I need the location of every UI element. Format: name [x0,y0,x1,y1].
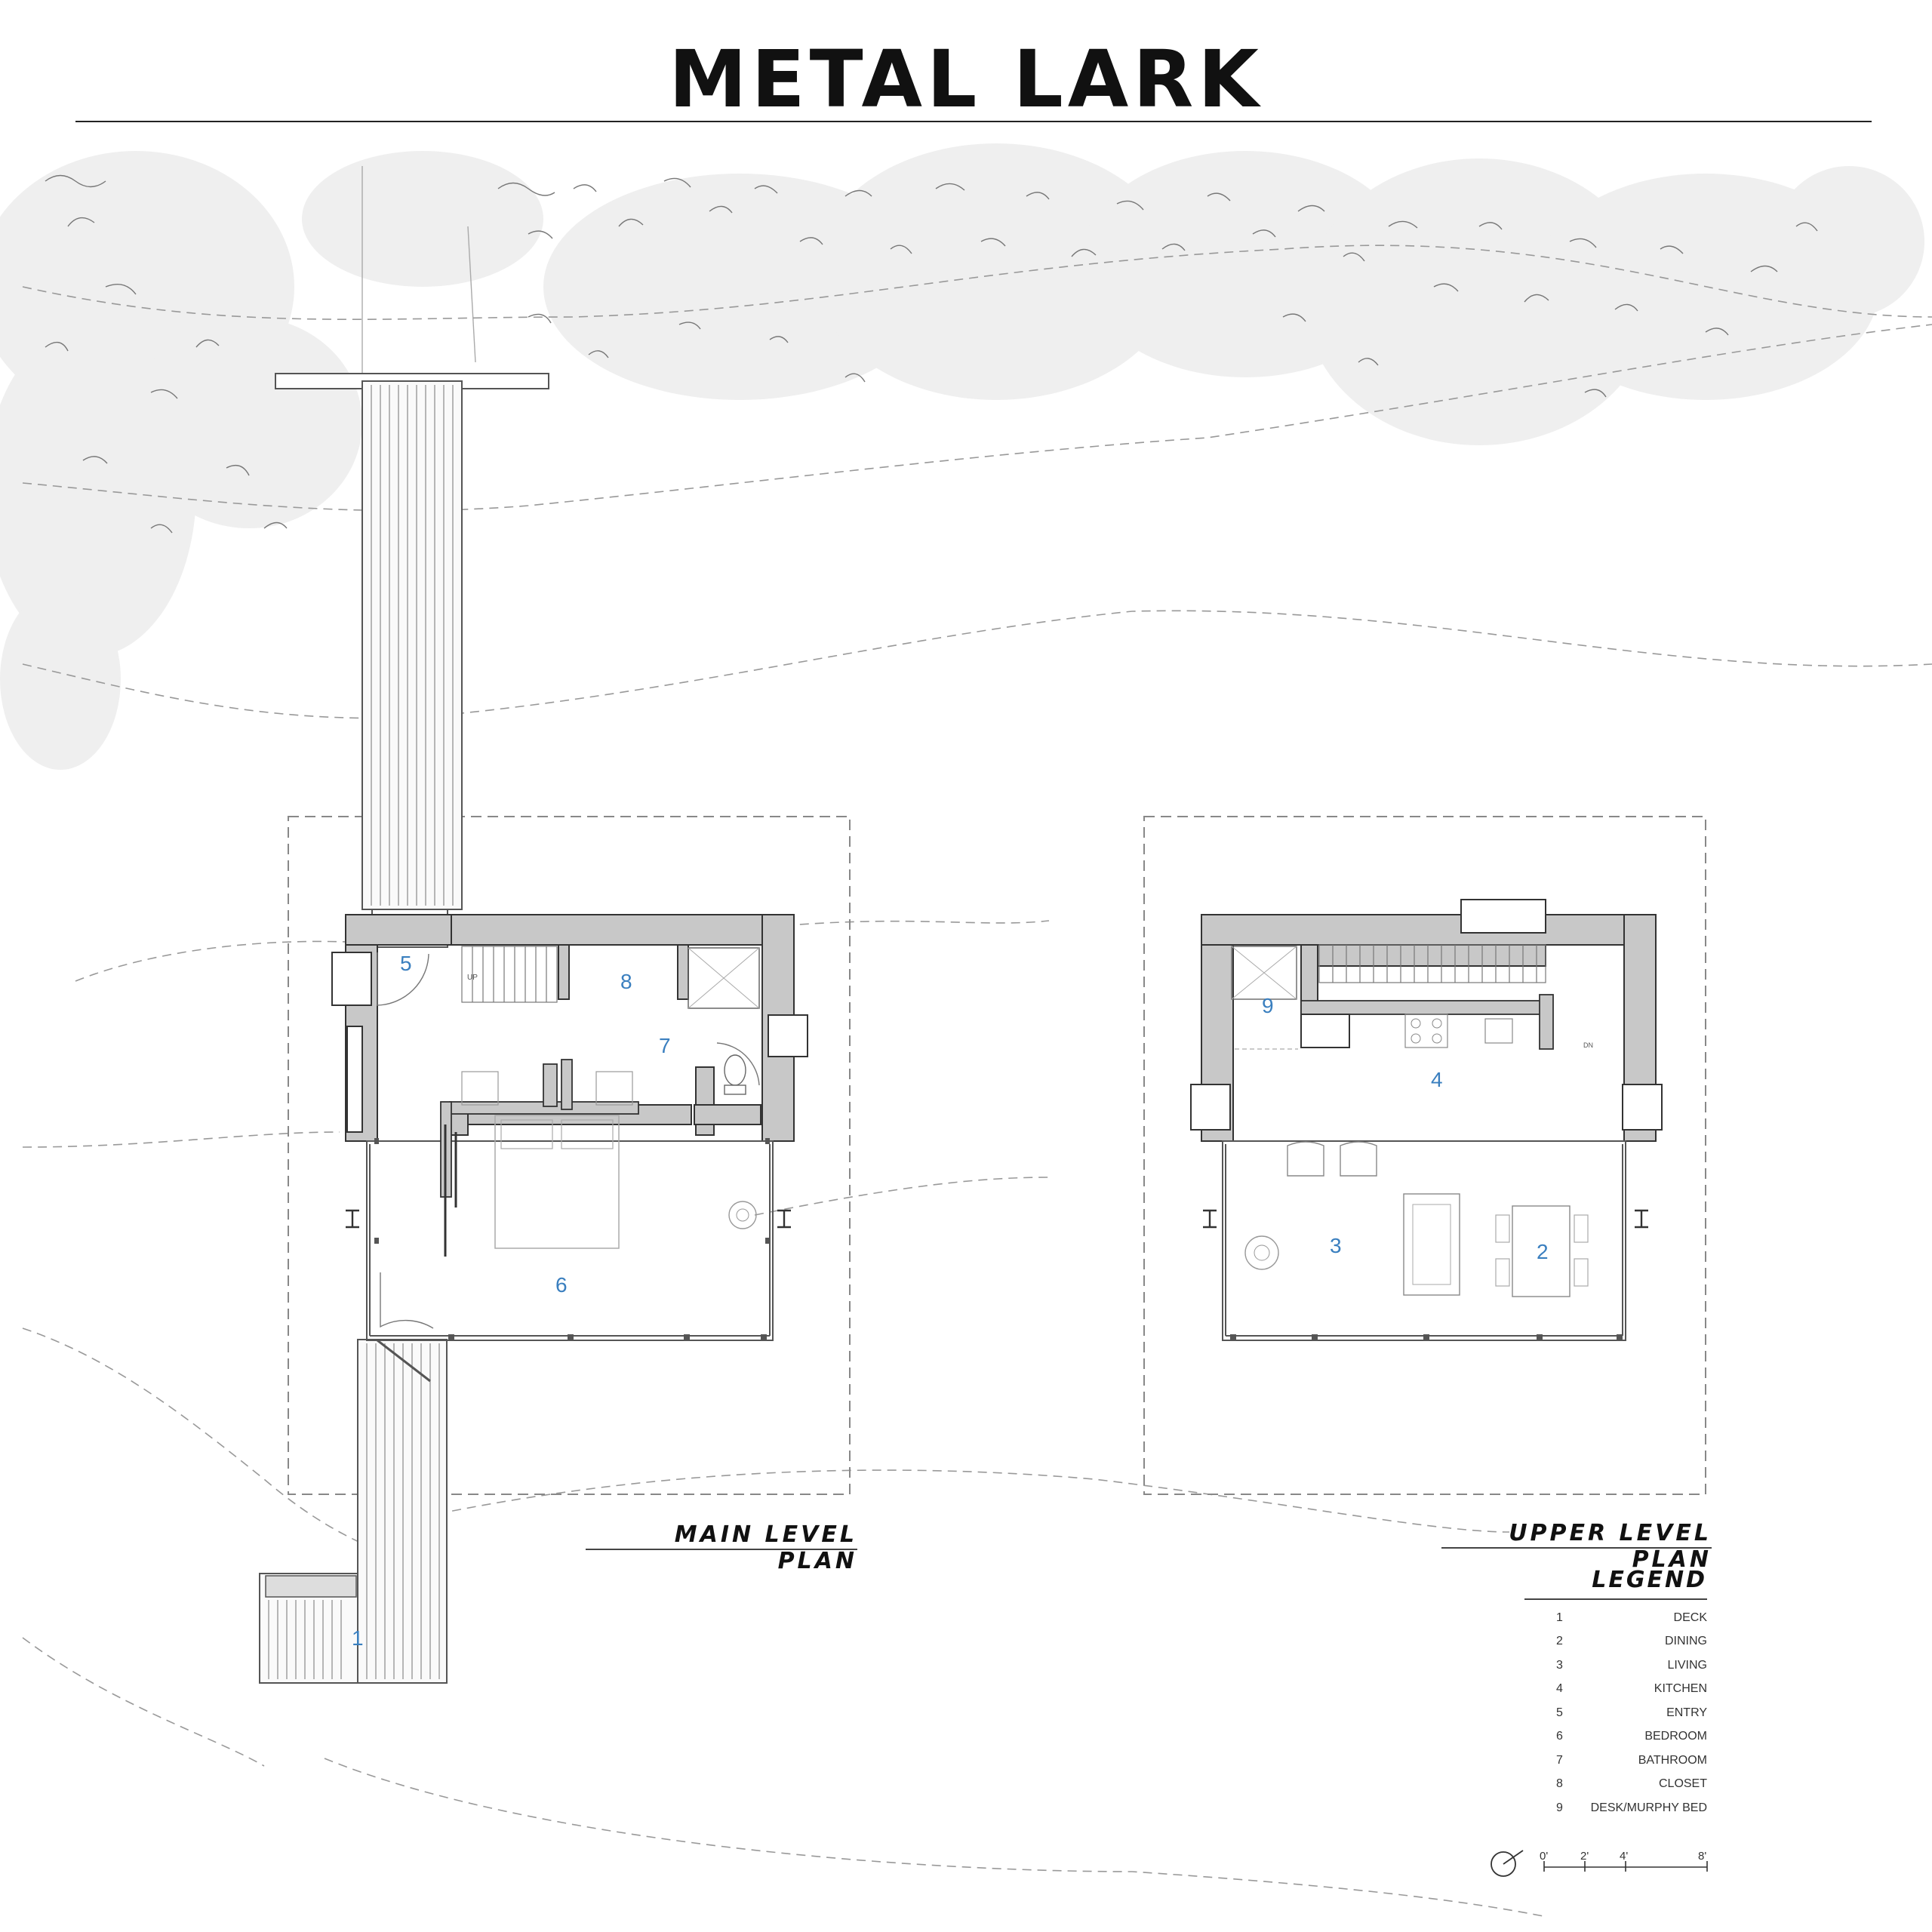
legend-item-number: 1 [1556,1611,1563,1624]
legend-item-label: DESK/MURPHY BED [1590,1801,1707,1814]
main-level-boundary [288,816,851,1495]
scale-tick-2: 2' [1580,1850,1589,1863]
legend-title: LEGEND [1592,1567,1707,1593]
legend-item-number: 2 [1556,1635,1563,1648]
legend-item: 7 BATHROOM [1556,1749,1707,1773]
legend-item-number: 8 [1556,1777,1563,1791]
room-number-dining: 2 [1537,1240,1549,1263]
north-boardwalk [275,373,549,948]
legend-item-label: KITCHEN [1654,1682,1707,1696]
title-rule [75,121,1872,122]
legend-item: 9 DESK/MURPHY BED [1556,1796,1707,1820]
room-number-desk: 9 [1262,994,1274,1017]
legend-item: 2 DINING [1556,1630,1707,1654]
main-level-plan-rule [586,1549,857,1550]
legend-item-number: 5 [1556,1706,1563,1719]
scale-tick-4: 4' [1620,1850,1628,1863]
upper-level-plan-rule [1441,1547,1712,1549]
stair-up-label: UP [467,974,478,982]
main-level-plan: UP [331,914,808,1383]
legend-item-number: 4 [1556,1682,1563,1696]
upper-level-plan: DN [1190,899,1663,1341]
drawing-title: METAL LARK [669,33,1263,125]
upper-level-boundary [1143,816,1706,1495]
legend-item-label: CLOSET [1658,1777,1707,1791]
scale-tick-8: 8' [1698,1850,1706,1863]
legend-rule [1524,1598,1707,1600]
room-numbers: 5 8 7 6 1 9 4 3 2 [352,952,1549,1650]
room-number-bedroom: 6 [555,1273,568,1297]
legend-item-number: 7 [1556,1753,1563,1767]
room-number-bathroom: 7 [659,1034,671,1057]
main-level-plan-label: MAIN LEVEL PLAN [674,1521,857,1574]
legend-item-number: 6 [1556,1730,1563,1743]
room-number-deck: 1 [352,1626,364,1650]
south-boardwalk [259,1339,448,1684]
legend-item: 8 CLOSET [1556,1773,1707,1797]
legend-list: 1 DECK 2 DINING 3 LIVING 4 KITCHEN 5 ENTRY 6 BEDROO… [1556,1606,1707,1820]
legend-item-number: 9 [1556,1801,1563,1814]
legend-item-number: 3 [1556,1658,1563,1672]
legend-item: 6 BEDROOM [1556,1725,1707,1749]
upper-level-plan-label: UPPER LEVEL PLAN [1509,1520,1712,1573]
legend-item-label: ENTRY [1666,1706,1707,1719]
contour-lines [22,245,1932,1918]
legend-item-label: DINING [1665,1635,1707,1648]
legend-item: 4 KITCHEN [1556,1678,1707,1702]
legend-item: 5 ENTRY [1556,1701,1707,1725]
legend-item-label: LIVING [1667,1658,1707,1672]
room-number-entry: 5 [400,952,412,975]
room-number-living: 3 [1330,1234,1342,1257]
room-number-closet: 8 [620,970,632,993]
legend-item: 1 DECK [1556,1606,1707,1630]
legend-item-label: BATHROOM [1638,1753,1707,1767]
north-arrow-icon [1491,1851,1516,1877]
stair-dn-label: DN [1583,1041,1593,1049]
leaf-outlines [45,174,1818,534]
legend-item: 3 LIVING [1556,1654,1707,1678]
scale-bar: 0' 2' 4' 8' [1491,1850,1708,1877]
room-number-kitchen: 4 [1431,1068,1443,1091]
legend-item-label: BEDROOM [1644,1730,1707,1743]
legend-item-label: DECK [1673,1611,1707,1624]
tree-canopy [0,143,1924,770]
scale-tick-0: 0' [1540,1850,1548,1863]
